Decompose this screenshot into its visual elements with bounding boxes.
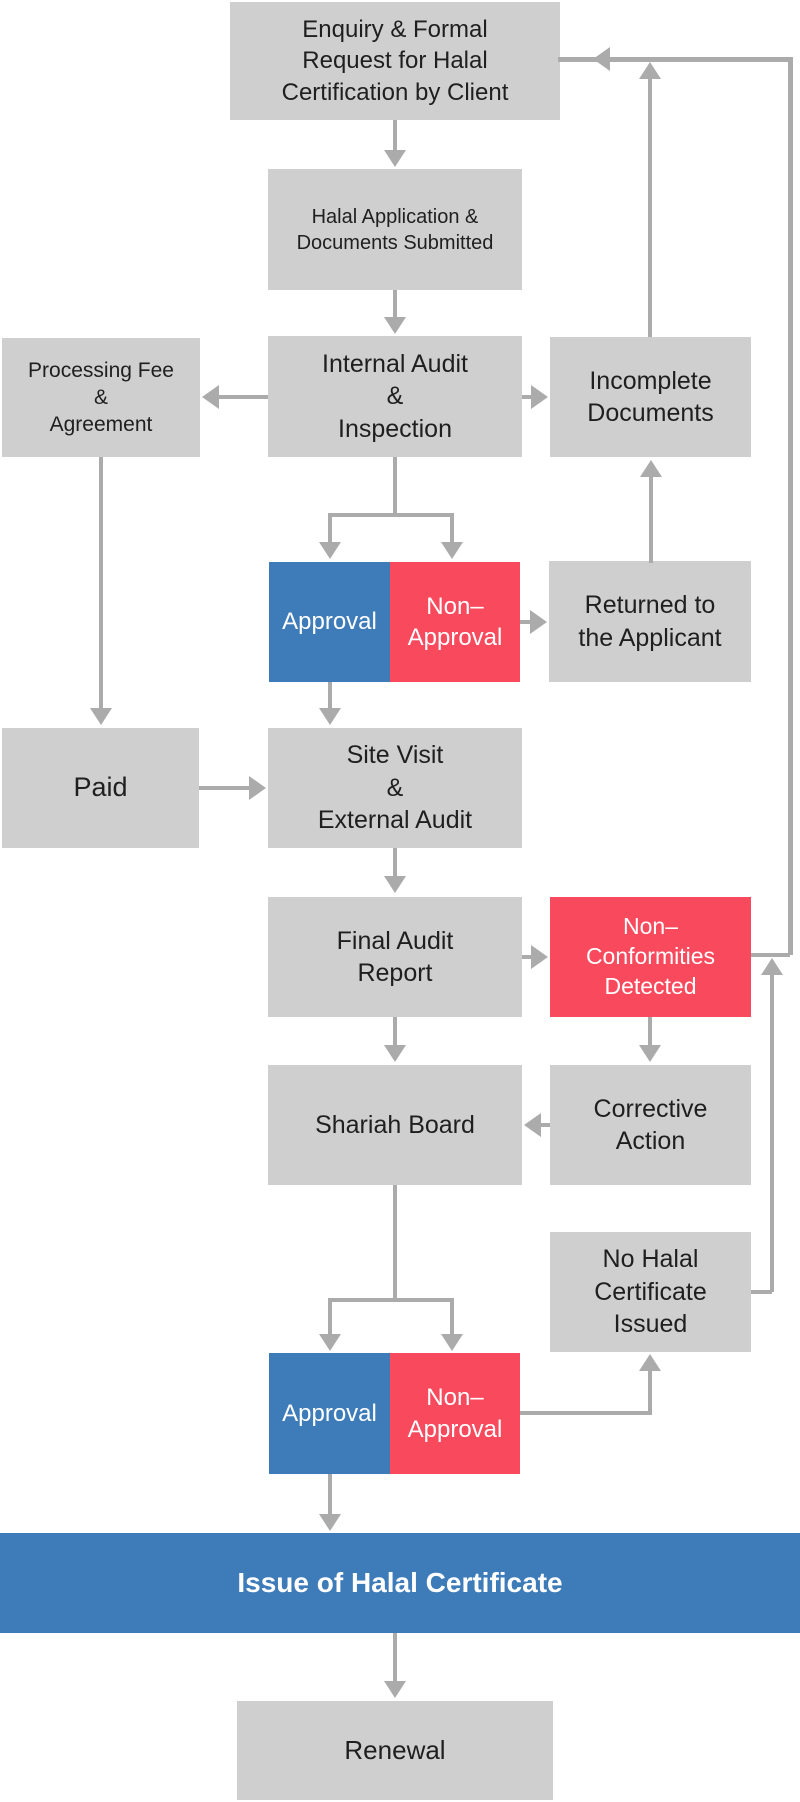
connector-approval1-site-visit <box>328 682 332 710</box>
arrowhead-down-icon <box>319 1514 341 1531</box>
connector-corrective-shariah <box>541 1123 550 1127</box>
connector-internal-audit-incomplete <box>522 395 531 399</box>
node-application: Halal Application & Documents Submitted <box>268 169 522 290</box>
connector-incomplete-top <box>648 77 652 337</box>
node-incomplete-documents: Incomplete Documents <box>550 337 751 457</box>
connector-application-internal-audit <box>393 290 397 319</box>
arrowhead-down-icon <box>441 542 463 559</box>
arrowhead-down-icon <box>90 708 112 725</box>
node-renewal: Renewal <box>237 1701 553 1800</box>
node-processing-fee: Processing Fee & Agreement <box>2 338 200 457</box>
arrowhead-down-icon <box>384 317 406 334</box>
connector-internal-audit-processing-fee <box>219 395 268 399</box>
node-approval-1: Approval <box>269 562 390 682</box>
arrowhead-down-icon <box>319 1334 341 1351</box>
node-final-audit-report: Final Audit Report <box>268 897 522 1017</box>
connector-split2-right <box>450 1302 454 1334</box>
connector-nohalal-loop <box>770 973 774 1292</box>
node-non-approval-2: Non– Approval <box>390 1353 520 1474</box>
arrowhead-down-icon <box>384 876 406 893</box>
connector-split1-right <box>450 515 454 544</box>
arrowhead-down-icon <box>639 1045 661 1062</box>
arrowhead-down-icon <box>384 1045 406 1062</box>
node-non-approval-1: Non– Approval <box>390 562 520 682</box>
connector-split2-left <box>328 1302 332 1334</box>
connector-split1-bar <box>328 513 454 517</box>
connector-nonapproval2-nohalal-v <box>648 1369 652 1415</box>
arrowhead-left-icon <box>202 385 219 409</box>
arrowhead-up-icon <box>639 1354 661 1371</box>
arrowhead-right-icon <box>530 610 547 634</box>
node-approval-2: Approval <box>269 1353 390 1474</box>
arrowhead-down-icon <box>384 150 406 167</box>
node-no-halal-certificate: No Halal Certificate Issued <box>550 1232 751 1352</box>
arrowhead-up-icon <box>640 460 662 477</box>
arrowhead-right-icon <box>249 776 266 800</box>
connector-nonapproval2-nohalal-h <box>520 1411 650 1415</box>
node-shariah-board: Shariah Board <box>268 1065 522 1185</box>
arrowhead-left-icon <box>593 47 610 71</box>
arrowhead-right-icon <box>531 385 548 409</box>
connector-split2-bar <box>328 1298 454 1302</box>
connector-loop-top <box>558 57 792 62</box>
connector-paid-site-visit <box>199 786 249 790</box>
connector-nonapproval1-returned <box>520 620 530 624</box>
arrowhead-down-icon <box>319 542 341 559</box>
node-enquiry: Enquiry & Formal Request for Halal Certi… <box>230 2 560 120</box>
arrowhead-down-icon <box>441 1334 463 1351</box>
arrowhead-down-icon <box>384 1681 406 1698</box>
node-site-visit: Site Visit & External Audit <box>268 728 522 848</box>
connector-nonconformities-corrective <box>648 1017 652 1047</box>
connector-processing-paid <box>99 457 103 710</box>
arrowhead-up-icon <box>639 62 661 79</box>
connector-final-nonconformities <box>522 955 531 959</box>
arrowhead-right-icon <box>531 945 548 969</box>
node-corrective-action: Corrective Action <box>550 1065 751 1185</box>
arrowhead-down-icon <box>319 708 341 725</box>
connector-approval2-issue <box>328 1474 332 1516</box>
node-paid: Paid <box>2 728 199 848</box>
arrowhead-up-icon <box>761 958 783 975</box>
node-returned-to-applicant: Returned to the Applicant <box>549 561 751 682</box>
connector-loop-right-side <box>788 57 793 955</box>
connector-split1-left <box>328 515 332 544</box>
connector-split1-stem <box>393 457 397 517</box>
node-non-conformities: Non– Conformities Detected <box>550 897 751 1017</box>
connector-enquiry-application <box>393 120 397 152</box>
connector-issue-renewal <box>393 1633 397 1683</box>
node-issue-certificate: Issue of Halal Certificate <box>0 1533 800 1633</box>
connector-loop-nonconformities-stub <box>751 953 790 957</box>
connector-returned-incomplete <box>649 475 653 563</box>
node-internal-audit: Internal Audit & Inspection <box>268 336 522 457</box>
connector-site-final <box>393 848 397 878</box>
connector-nohalal-stub <box>751 1290 772 1294</box>
connector-split2-stem <box>393 1185 397 1302</box>
connector-final-shariah <box>393 1017 397 1047</box>
arrowhead-left-icon <box>524 1113 541 1137</box>
